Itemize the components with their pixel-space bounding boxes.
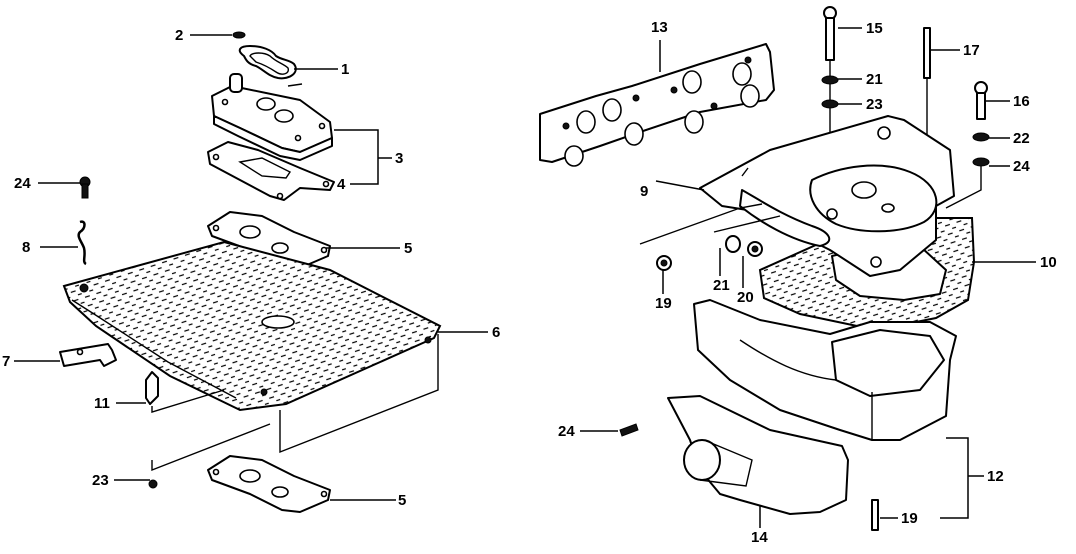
callout-22: 23	[92, 472, 109, 489]
nut-19-left-part[interactable]	[656, 255, 672, 271]
callout-11: 11	[94, 395, 110, 412]
callout-21-center: 21	[866, 71, 883, 88]
callout-13: 13	[651, 19, 668, 36]
callout-6: 6	[492, 324, 501, 341]
washer-21-center-part[interactable]	[821, 75, 839, 85]
callout-7: 7	[2, 353, 11, 370]
clamp-part[interactable]	[145, 371, 225, 413]
bolt-24-right-part[interactable]	[619, 423, 639, 437]
carburetor-gasket-lower-part[interactable]	[207, 455, 331, 513]
insulator-gasket-part[interactable]	[207, 141, 335, 201]
collar-20-part[interactable]	[725, 235, 741, 253]
exhaust-manifold-assembly-part[interactable]	[693, 299, 957, 441]
nut-19-right-part[interactable]	[747, 241, 763, 257]
callout-2: 2	[175, 27, 184, 44]
small-ring-part[interactable]	[232, 31, 246, 39]
o-ring-part[interactable]	[238, 45, 297, 80]
insulator-assembly-part[interactable]	[211, 73, 333, 161]
screw-part[interactable]	[148, 423, 271, 489]
bolt-24-left-part[interactable]	[79, 176, 91, 199]
callout-3: 3	[395, 150, 404, 167]
callout-18: 19	[901, 510, 918, 527]
clip-part[interactable]	[77, 220, 87, 266]
callout-20: 21	[713, 277, 730, 294]
callout-16: 16	[1013, 93, 1030, 110]
leader-lines	[14, 27, 1036, 528]
callout-23-right: 24	[1013, 158, 1030, 175]
callout-21-right: 22	[1013, 130, 1030, 147]
callout-1: 1	[341, 61, 350, 78]
stud-18-part[interactable]	[871, 499, 879, 531]
bolt-16-part[interactable]	[974, 81, 988, 120]
callout-12: 12	[987, 468, 1004, 485]
callout-15: 15	[866, 20, 883, 37]
callout-24-right: 24	[558, 423, 575, 440]
callout-5-upper: 5	[404, 240, 413, 257]
intake-manifold-part[interactable]	[699, 115, 955, 277]
manifold-head-gasket-part[interactable]	[539, 43, 775, 167]
callout-9: 9	[640, 183, 649, 200]
heat-shield-plate-part[interactable]	[62, 240, 442, 454]
washer-21-right-part[interactable]	[972, 132, 990, 142]
washer-23-right-part[interactable]	[972, 157, 990, 167]
callout-19-left: 19	[655, 295, 672, 312]
callout-23-center: 23	[866, 96, 883, 113]
callout-5-lower: 5	[398, 492, 407, 509]
callout-19-right: 20	[737, 289, 754, 306]
callout-17: 17	[963, 42, 980, 59]
bracket-part[interactable]	[59, 343, 117, 367]
manifold-cover-part[interactable]	[667, 395, 849, 515]
callout-10: 10	[1040, 254, 1057, 271]
callout-14: 14	[751, 529, 768, 546]
washer-23-center-part[interactable]	[821, 99, 839, 109]
callout-4: 4	[337, 176, 346, 193]
callout-24-left: 24	[14, 175, 31, 192]
callout-8: 8	[22, 239, 31, 256]
